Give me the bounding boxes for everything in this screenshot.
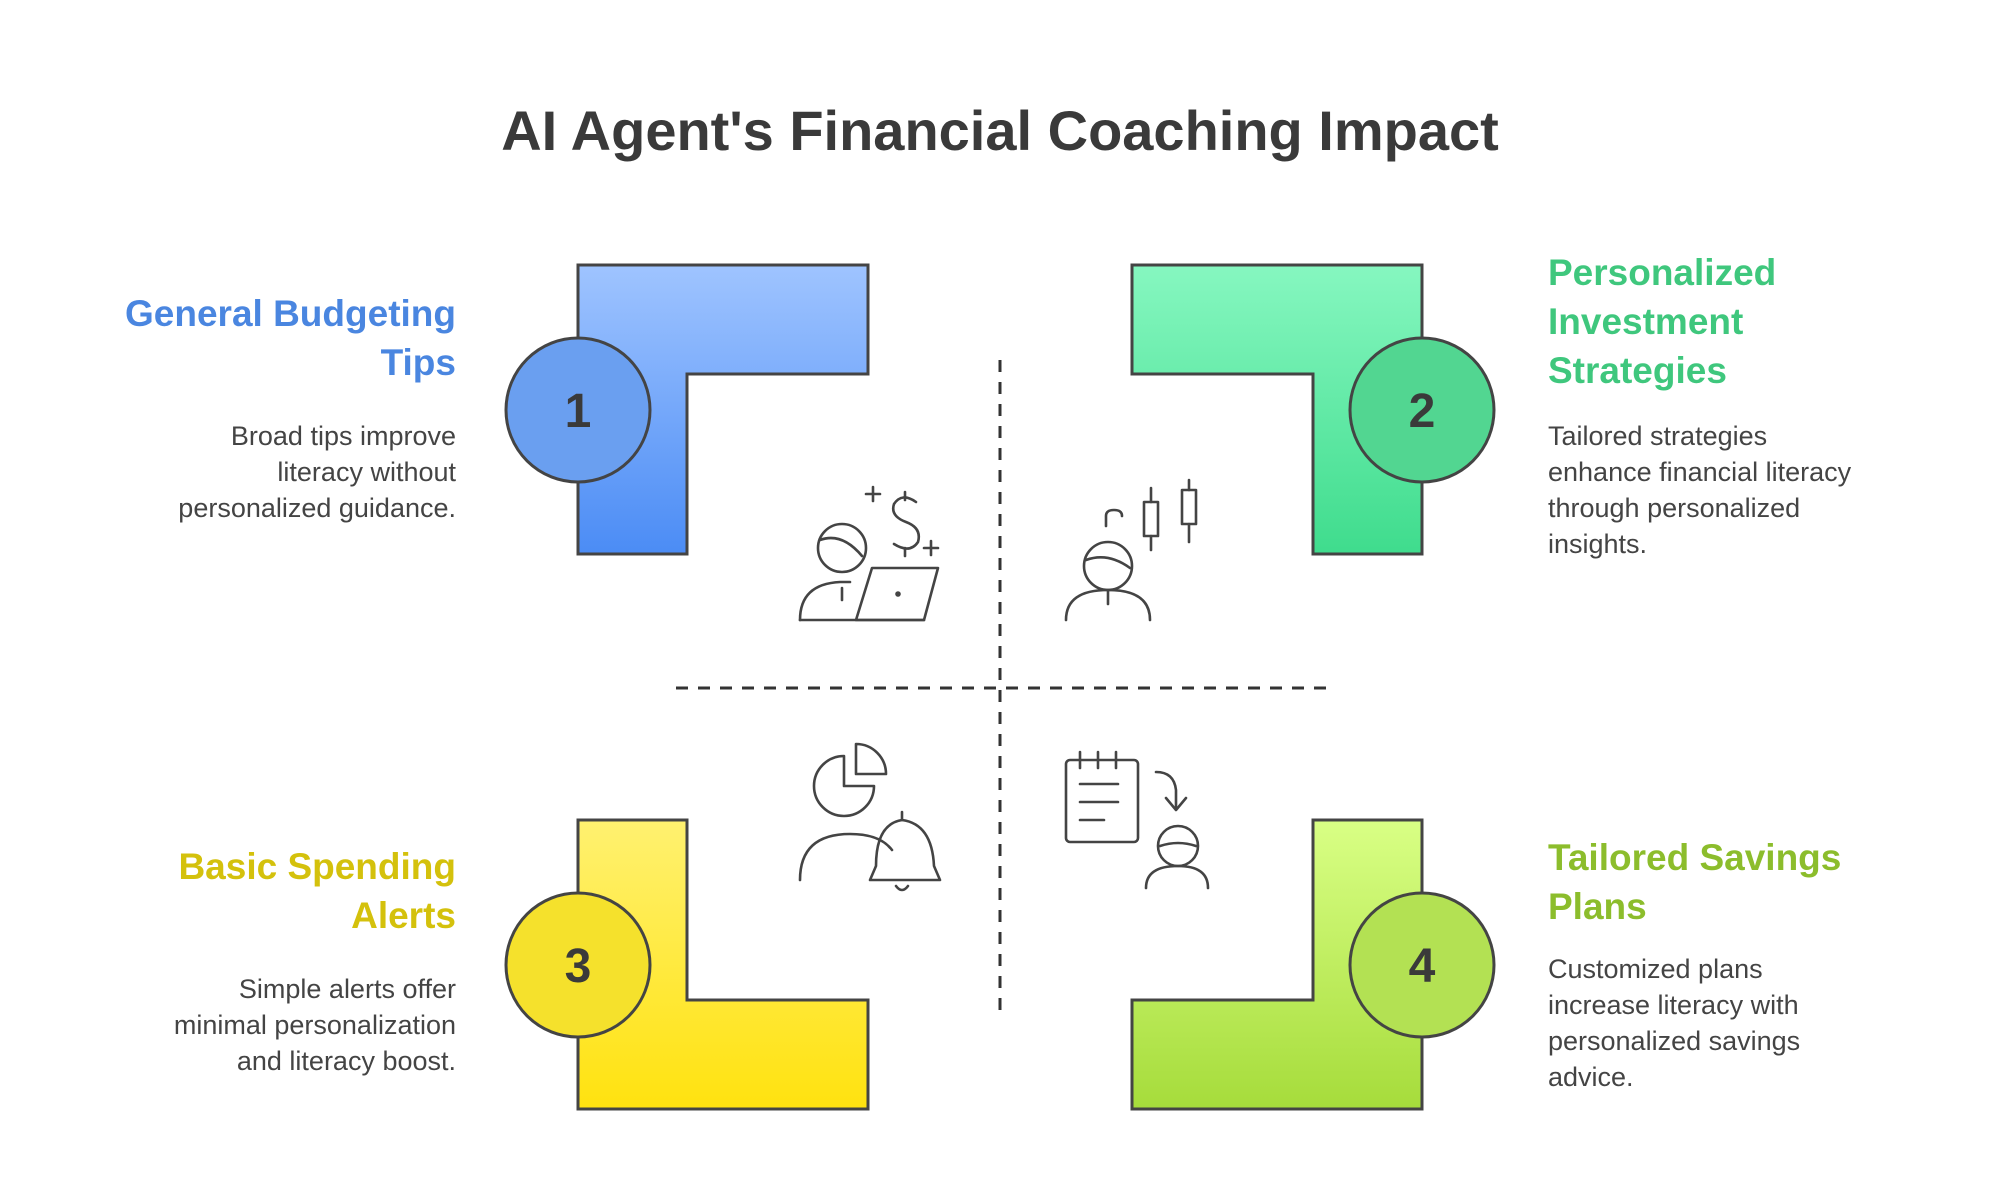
person-pie-chart-bell-icon <box>798 742 942 892</box>
quadrant-1-desc-line: personalized guidance. <box>178 493 456 523</box>
quadrant-3-desc-line: minimal personalization <box>173 1010 456 1040</box>
quadrant-3-description: Simple alerts offer minimal personalizat… <box>80 971 456 1079</box>
quadrant-4-desc-line: increase literacy with <box>1548 990 1799 1020</box>
quadrant-2-desc-line: through personalized <box>1548 493 1801 523</box>
quadrant-2-title: Personalized Investment Strategies <box>1548 248 1948 395</box>
quadrant-3-desc-line: Simple alerts offer <box>238 974 456 1004</box>
quadrant-4-desc-line: Customized plans <box>1548 954 1763 984</box>
quadrant-1-title: General Budgeting Tips <box>80 289 456 387</box>
quadrant-3-title-line: Basic Spending <box>178 846 456 887</box>
quadrant-2-shape <box>1130 263 1424 556</box>
quadrant-1-description: Broad tips improve literacy without pers… <box>80 418 456 526</box>
quadrant-1-badge <box>504 336 652 484</box>
quadrant-4-shape <box>1130 818 1424 1111</box>
quadrant-2-title-line: Personalized <box>1548 252 1777 293</box>
quadrant-3-title-line: Alerts <box>351 895 456 936</box>
person-candlestick-chart-icon <box>1064 478 1198 622</box>
quadrant-1-desc-line: Broad tips improve <box>230 421 456 451</box>
quadrant-1-title-line: General Budgeting <box>125 293 456 334</box>
quadrant-1-title-line: Tips <box>380 342 456 383</box>
quadrant-2-title-line: Strategies <box>1548 350 1727 391</box>
quadrant-3-shape <box>576 818 870 1111</box>
quadrant-3-badge <box>504 891 652 1039</box>
quadrant-2-number: 2 <box>1409 385 1436 438</box>
quadrant-1-desc-line: literacy without <box>277 457 456 487</box>
quadrant-2-description: Tailored strategies enhance financial li… <box>1548 418 1948 562</box>
quadrant-2-desc-line: Tailored strategies <box>1548 421 1768 451</box>
quadrant-4-desc-line: advice. <box>1548 1062 1634 1092</box>
quadrant-4-number: 4 <box>1409 940 1436 993</box>
quadrant-2-badge <box>1348 336 1496 484</box>
quadrant-1-number: 1 <box>565 385 592 438</box>
page-title: AI Agent's Financial Coaching Impact <box>501 99 1499 162</box>
quadrant-4-desc-line: personalized savings <box>1548 1026 1801 1056</box>
quadrant-3-desc-line: and literacy boost. <box>236 1046 456 1076</box>
quadrant-4-description: Customized plans increase literacy with … <box>1548 951 1948 1095</box>
quadrant-3-number: 3 <box>565 940 592 993</box>
quadrant-3-title: Basic Spending Alerts <box>80 842 456 940</box>
quadrant-2-desc-line: insights. <box>1548 529 1648 559</box>
person-laptop-money-icon <box>798 485 940 622</box>
person-clipboard-plan-icon <box>1064 750 1210 890</box>
quadrant-4-title-line: Plans <box>1548 886 1647 927</box>
quadrant-2-desc-line: enhance financial literacy <box>1548 457 1852 487</box>
quadrant-1-shape <box>576 263 870 556</box>
quadrant-4-badge <box>1348 891 1496 1039</box>
quadrant-4-title: Tailored Savings Plans <box>1548 833 1948 931</box>
quadrant-4-title-line: Tailored Savings <box>1548 837 1842 878</box>
quadrant-2-title-line: Investment <box>1548 301 1744 342</box>
